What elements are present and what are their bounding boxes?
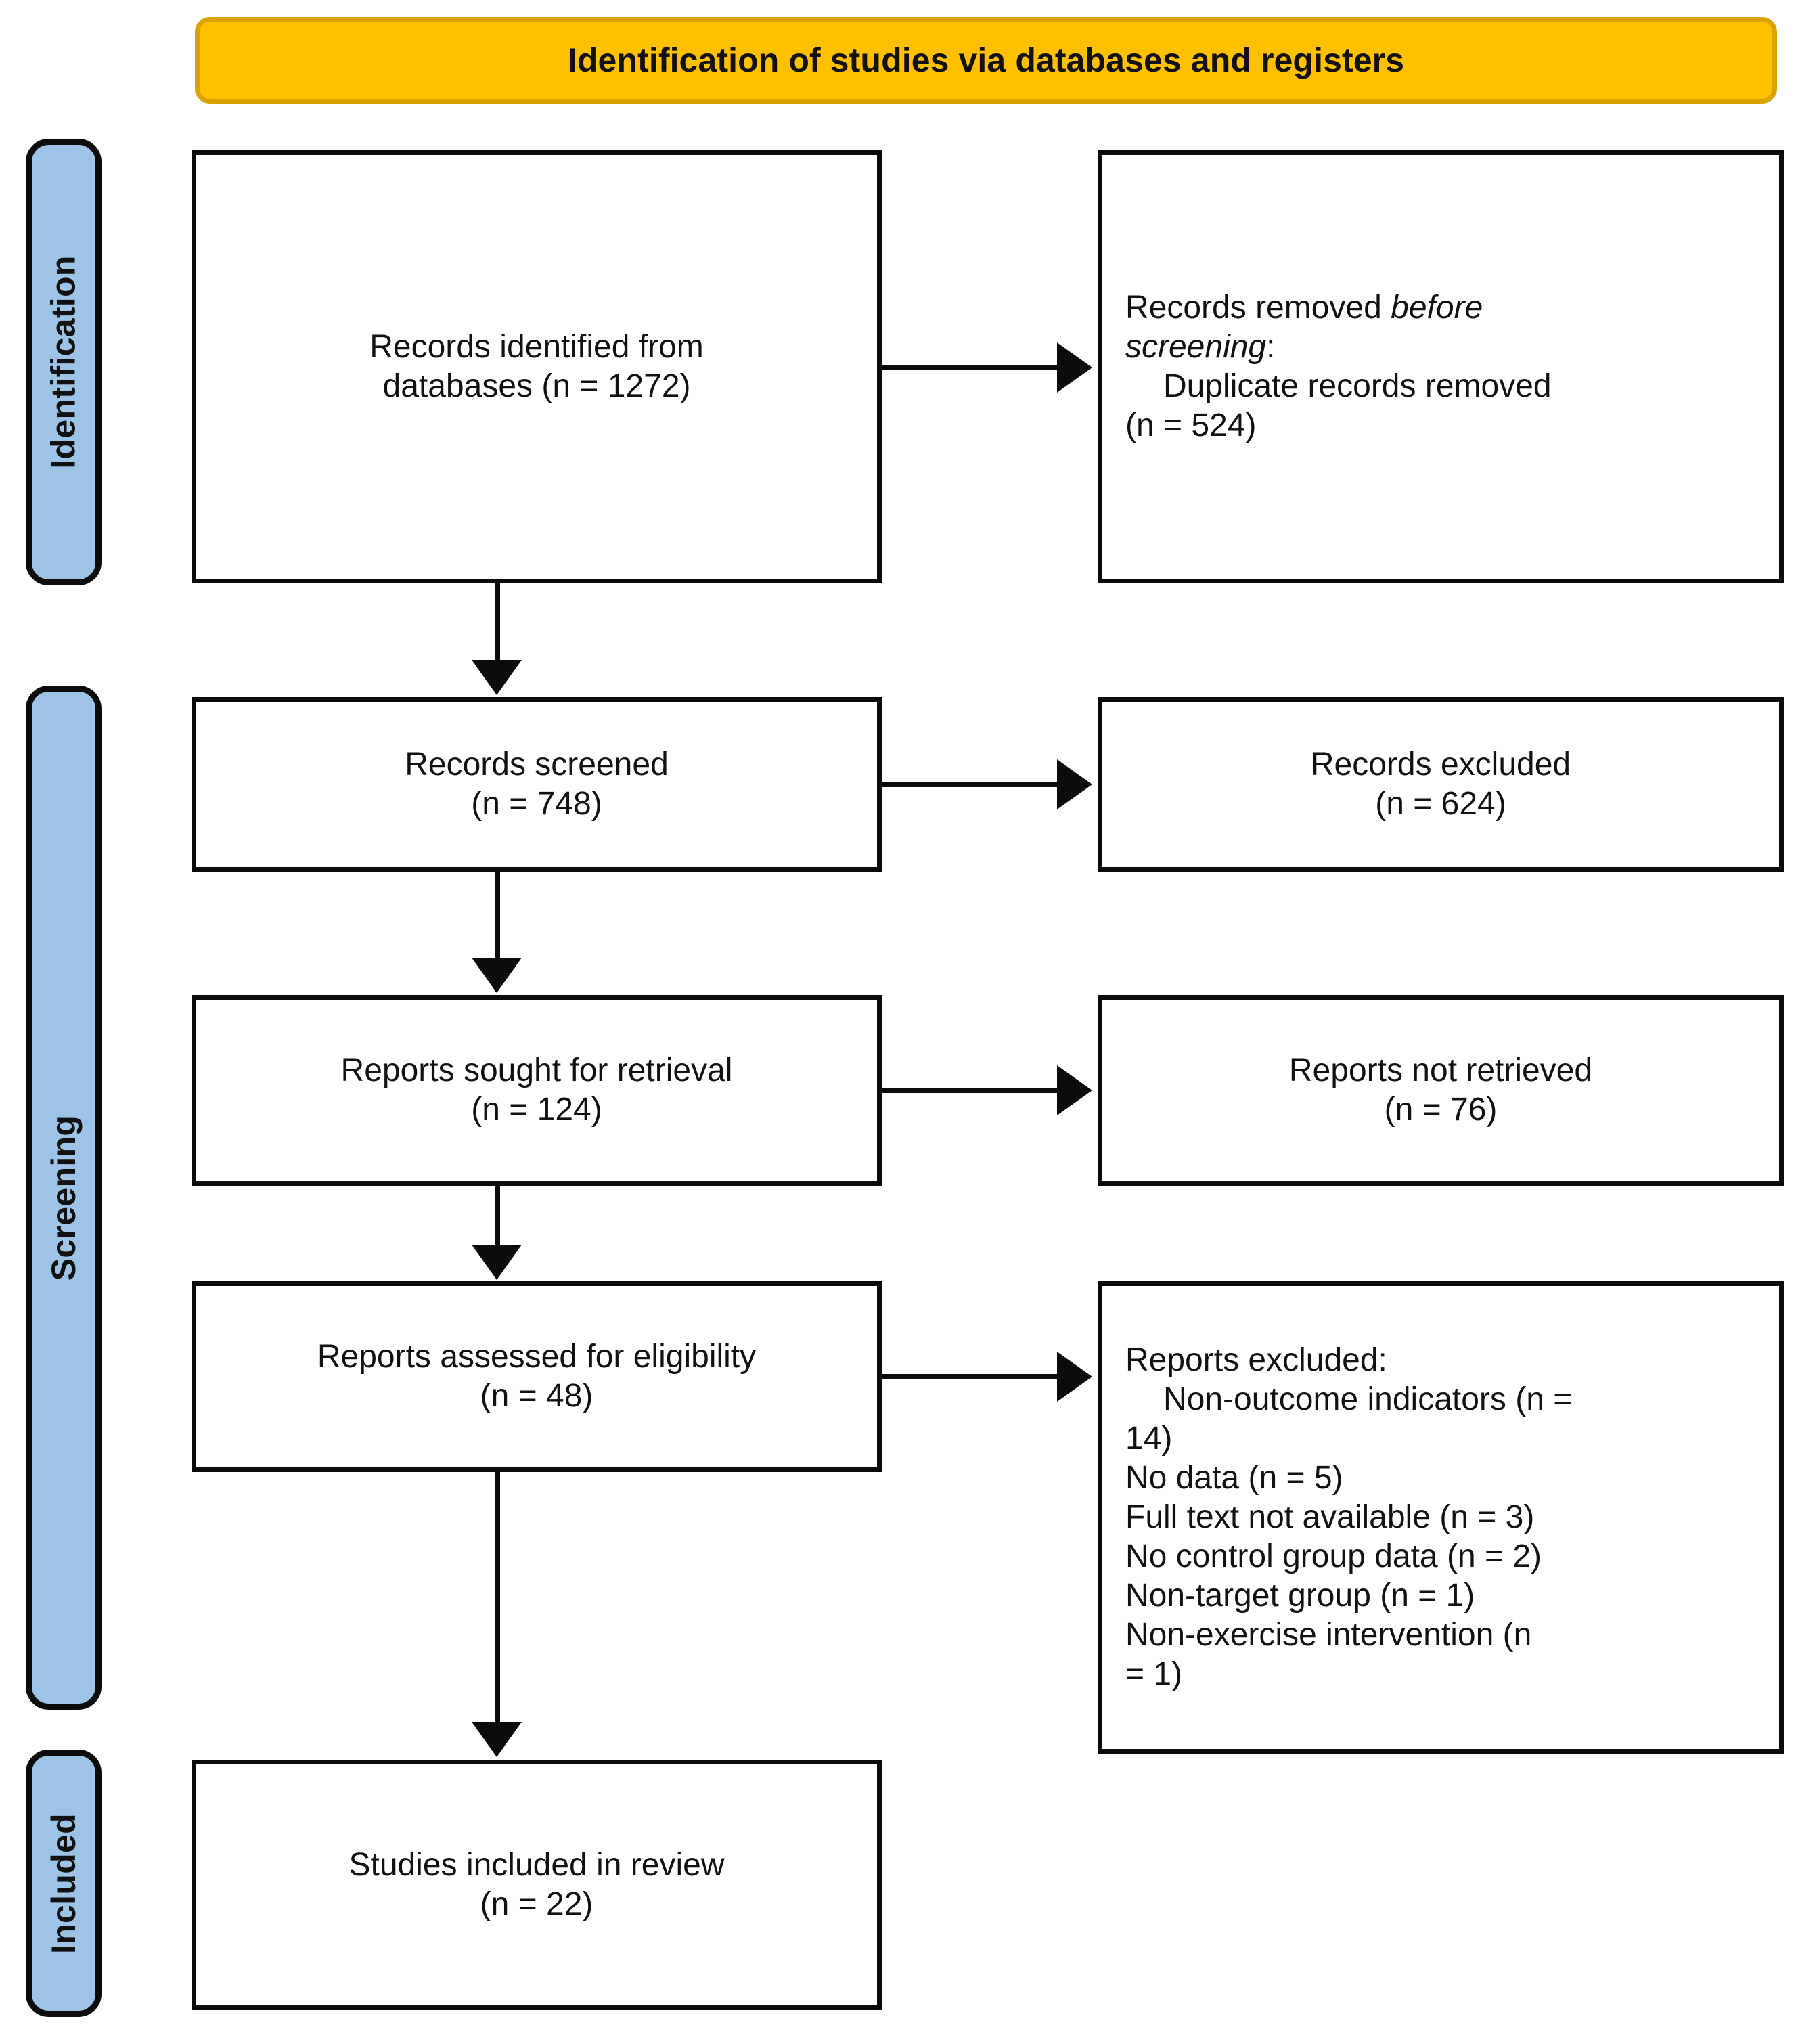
- node-records-removed-line2-suffix: :: [1266, 328, 1276, 365]
- node-reports-not-retrieved-line1: Reports not retrieved: [1288, 1052, 1593, 1088]
- arrowhead-right-icon: [1057, 1352, 1092, 1402]
- node-reports-excluded-reason-1-wrap: 14): [1125, 1420, 1173, 1457]
- stage-label-identification-text: Identification: [45, 255, 83, 469]
- node-records-excluded-line1: Records excluded: [1310, 746, 1571, 782]
- node-studies-included-line1: Studies included in review: [349, 1846, 725, 1883]
- node-reports-excluded-reason-3: Full text not available (n = 3): [1125, 1498, 1535, 1535]
- node-records-removed-line1: Records removed before: [1125, 288, 1802, 328]
- node-records-removed-line1-emphasis: before: [1391, 289, 1483, 326]
- node-reports-excluded-with-reasons: Reports excluded: Non-outcome indicators…: [1098, 1281, 1784, 1754]
- arrowhead-down-icon: [472, 958, 522, 993]
- diagram-header-banner: Identification of studies via databases …: [195, 17, 1777, 104]
- node-reports-excluded-reason-1: Non-outcome indicators (n =: [1163, 1381, 1573, 1417]
- stage-label-screening-text: Screening: [45, 1115, 83, 1281]
- node-records-removed-line1-prefix: Records removed: [1125, 289, 1391, 326]
- node-records-excluded: Records excluded (n = 624): [1098, 697, 1784, 872]
- node-records-removed-line2: screening:: [1125, 328, 1802, 367]
- node-records-removed-before-screening: Records removed before screening: Duplic…: [1098, 150, 1784, 583]
- node-reports-excluded-reason-5: Non-target group (n = 1): [1125, 1578, 1475, 1614]
- node-records-screened-line2: (n = 748): [471, 786, 602, 822]
- node-reports-excluded-reason-6: Non-exercise intervention (n: [1125, 1617, 1532, 1653]
- arrowhead-down-icon: [472, 1722, 522, 1757]
- stage-label-included: Included: [26, 1750, 102, 2017]
- node-records-screened-line1: Records screened: [405, 746, 669, 782]
- node-records-excluded-line2: (n = 624): [1375, 786, 1506, 822]
- node-reports-assessed-line1: Reports assessed for eligibility: [317, 1338, 757, 1375]
- arrowhead-right-icon: [1057, 759, 1092, 809]
- node-records-identified-line2: databases (n = 1272): [382, 368, 691, 404]
- node-records-removed-line2-emphasis: screening: [1125, 328, 1267, 365]
- node-reports-assessed-line2: (n = 48): [480, 1378, 593, 1414]
- node-reports-excluded-reason-2: No data (n = 5): [1125, 1459, 1343, 1496]
- stage-label-identification: Identification: [26, 139, 102, 585]
- diagram-title: Identification of studies via databases …: [567, 41, 1405, 79]
- node-reports-sought-for-retrieval: Reports sought for retrieval (n = 124): [192, 995, 882, 1186]
- node-reports-excluded-reason-4: No control group data (n = 2): [1125, 1538, 1542, 1575]
- connector-sought-to-not-retrieved: [882, 1088, 1059, 1093]
- node-reports-sought-line1: Reports sought for retrieval: [340, 1052, 733, 1088]
- arrowhead-right-icon: [1057, 342, 1092, 393]
- arrowhead-down-icon: [472, 660, 522, 695]
- node-studies-included-in-review: Studies included in review (n = 22): [192, 1760, 882, 2010]
- connector-screened-to-sought: [495, 872, 500, 958]
- node-records-screened: Records screened (n = 748): [192, 697, 882, 872]
- node-reports-not-retrieved: Reports not retrieved (n = 76): [1098, 995, 1784, 1186]
- node-reports-sought-line2: (n = 124): [471, 1092, 602, 1128]
- stage-label-screening: Screening: [26, 686, 102, 1710]
- node-records-identified: Records identified from databases (n = 1…: [192, 150, 882, 583]
- node-studies-included-line2: (n = 22): [480, 1886, 593, 1922]
- node-records-identified-line1: Records identified from: [369, 328, 704, 365]
- arrowhead-right-icon: [1057, 1065, 1092, 1115]
- connector-assessed-to-included: [495, 1472, 500, 1723]
- connector-assessed-to-reports-excluded: [882, 1374, 1059, 1379]
- connector-identified-to-removed: [882, 365, 1059, 370]
- connector-screened-to-excluded: [882, 782, 1059, 787]
- node-reports-not-retrieved-line2: (n = 76): [1384, 1092, 1498, 1128]
- node-reports-assessed-for-eligibility: Reports assessed for eligibility (n = 48…: [192, 1281, 882, 1472]
- node-records-removed-line3: Duplicate records removed: [1163, 368, 1552, 404]
- stage-label-included-text: Included: [45, 1813, 83, 1954]
- connector-sought-to-assessed: [495, 1186, 500, 1247]
- connector-identified-to-screened: [495, 583, 500, 665]
- node-reports-excluded-heading: Reports excluded:: [1125, 1341, 1387, 1378]
- node-reports-excluded-reason-6-wrap: = 1): [1125, 1656, 1183, 1693]
- node-records-removed-line4: (n = 524): [1125, 407, 1257, 444]
- arrowhead-down-icon: [472, 1245, 522, 1280]
